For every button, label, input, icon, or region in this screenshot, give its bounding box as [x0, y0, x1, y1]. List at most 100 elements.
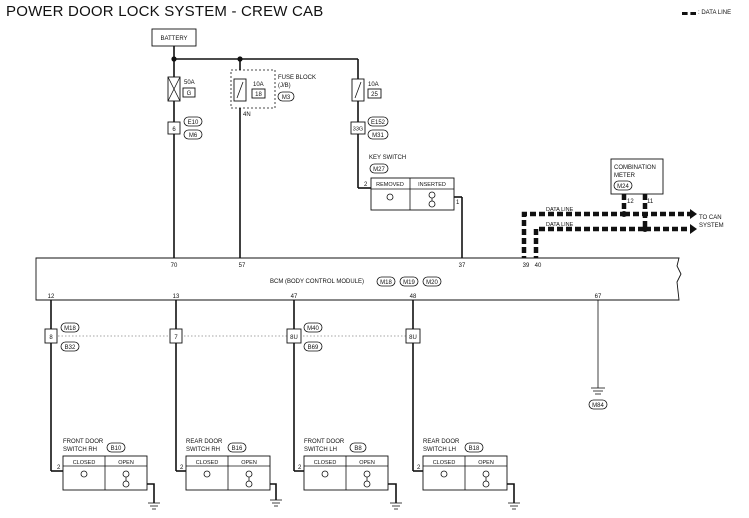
switch-contact	[386, 193, 394, 201]
combination-meter-title1: COMBINATION	[614, 165, 656, 171]
connector-e10-box	[167, 121, 181, 135]
key-switch-pin-right: 1	[456, 200, 460, 206]
e152-oval	[367, 116, 389, 127]
bcm-conn-oval	[399, 276, 419, 287]
bcm-input-wires	[50, 300, 599, 472]
switch-conn-oval	[227, 442, 247, 453]
fuse-25-num-box	[367, 88, 382, 99]
connector-e10-term: 6	[172, 127, 176, 133]
bcm-conn-3: M20	[426, 280, 438, 286]
fuse-block-label: FUSE BLOCK	[278, 75, 316, 81]
switch-contact	[428, 191, 436, 199]
splice-dot	[642, 226, 648, 232]
connector-b32-box	[44, 328, 58, 344]
to-can-label-2: SYSTEM	[699, 223, 724, 229]
switch-conn: B16	[232, 446, 243, 452]
connector-8u-box	[405, 328, 421, 344]
m40-label: M40	[307, 326, 319, 332]
fuse-block: 10A 18 FUSE BLOCK (J/B) M3 4N	[230, 69, 316, 118]
rear-door-switch-lh: REAR DOOR SWITCH LH B18 CLOSED OPEN 2	[417, 439, 520, 510]
switch-contact	[428, 200, 436, 208]
switch-pin: 2	[180, 465, 184, 471]
switch-contact	[122, 470, 130, 478]
data-line-2	[533, 194, 648, 258]
m6-oval	[183, 129, 203, 140]
connector-e152-term: 33G	[353, 127, 363, 133]
data-line-label-2: DATA LINE	[546, 222, 574, 228]
m31-label: M31	[372, 133, 384, 139]
bcm-conn-oval	[376, 276, 396, 287]
switch-title: FRONT DOOR	[63, 439, 104, 445]
e10-oval	[183, 116, 203, 127]
arrow-icon	[690, 209, 697, 219]
m6-label: M6	[189, 133, 198, 139]
fuse-50a-num-box	[182, 87, 196, 98]
fuse-25-amp: 10A	[368, 82, 379, 88]
switch-contact	[482, 470, 490, 478]
page-title: POWER DOOR LOCK SYSTEM - CREW CAB	[6, 3, 324, 20]
data-line-legend-label: : DATA LINE	[698, 10, 732, 16]
bcm-pin-bottom: 12	[48, 294, 55, 300]
switch-contact	[80, 470, 88, 478]
switch-contact	[245, 470, 253, 478]
splice-dot	[621, 211, 627, 217]
fuse-25: 10A 25	[351, 78, 382, 102]
battery: BATTERY	[151, 28, 197, 47]
switch-col-closed: CLOSED	[314, 460, 337, 466]
switch-conn: B18	[469, 446, 480, 452]
key-switch-pin-left: 2	[364, 182, 368, 188]
rear-door-switch-rh: REAR DOOR SWITCH RH B16 CLOSED OPEN 2	[180, 439, 282, 507]
combination-meter-conn: M24	[617, 184, 629, 190]
data-line-legend: : DATA LINE	[682, 10, 731, 16]
m18-oval	[60, 322, 80, 333]
fuse-block-sub: (J/B)	[278, 83, 291, 89]
switch-contact	[482, 480, 490, 488]
fuse-element	[236, 81, 244, 99]
ground-wire	[270, 483, 277, 500]
combination-meter: COMBINATION METER M24 12 11	[610, 158, 664, 205]
key-switch-col1: REMOVED	[376, 182, 404, 188]
to-can-label-1: TO CAN	[699, 215, 722, 221]
m18-label: M18	[64, 326, 76, 332]
connector-7-term: 7	[174, 335, 178, 341]
connector-8u-term: 8U	[409, 335, 417, 341]
data-line-1	[521, 194, 627, 258]
key-switch-col2: INSERTED	[418, 182, 446, 188]
bcm-pin-bottom: 67	[595, 294, 602, 300]
switch-subtitle: SWITCH LH	[304, 447, 337, 453]
bcm-conn-1: M18	[380, 280, 392, 286]
key-switch-conn: M27	[373, 167, 385, 173]
meter-pin-12: 12	[627, 199, 634, 205]
e152-label: E152	[371, 120, 386, 126]
fuse-50a: 50A G	[167, 76, 196, 102]
battery-label: BATTERY	[160, 36, 187, 42]
front-door-switch-rh: FRONT DOOR SWITCH RH B10 CLOSED OPEN 2	[57, 439, 160, 510]
connector-e152: 33G E152 M31	[350, 116, 389, 140]
b32-label: B32	[65, 345, 76, 351]
m40-oval	[303, 322, 323, 333]
ground-conn: M84	[592, 403, 604, 409]
fuse-50a-num: G	[187, 91, 192, 97]
e10-label: E10	[188, 120, 199, 126]
bcm-box	[35, 257, 682, 301]
b32-oval	[60, 341, 80, 352]
connector-e10: 6 E10 M6	[167, 116, 203, 140]
bcm-pin-top: 39	[523, 263, 530, 269]
fuse-element	[167, 76, 181, 102]
splice-dot	[171, 56, 177, 62]
switch-conn: B8	[354, 446, 362, 452]
switch-conn-oval	[464, 442, 484, 453]
bcm-pin-top: 70	[171, 263, 178, 269]
can-data-lines: DATA LINE DATA LINE TO CAN SYSTEM	[521, 194, 724, 258]
switch-contact	[245, 480, 253, 488]
switch-col-open: OPEN	[241, 460, 257, 466]
switch-col-open: OPEN	[359, 460, 375, 466]
bcm-pin-bottom: 13	[173, 294, 180, 300]
switch-contact	[363, 470, 371, 478]
fuse-18-num: 18	[255, 92, 262, 98]
switch-title: REAR DOOR	[423, 439, 460, 445]
bcm-conn-oval	[422, 276, 442, 287]
fuse-18-amp: 10A	[253, 82, 264, 88]
combination-meter-conn-oval	[613, 180, 633, 191]
